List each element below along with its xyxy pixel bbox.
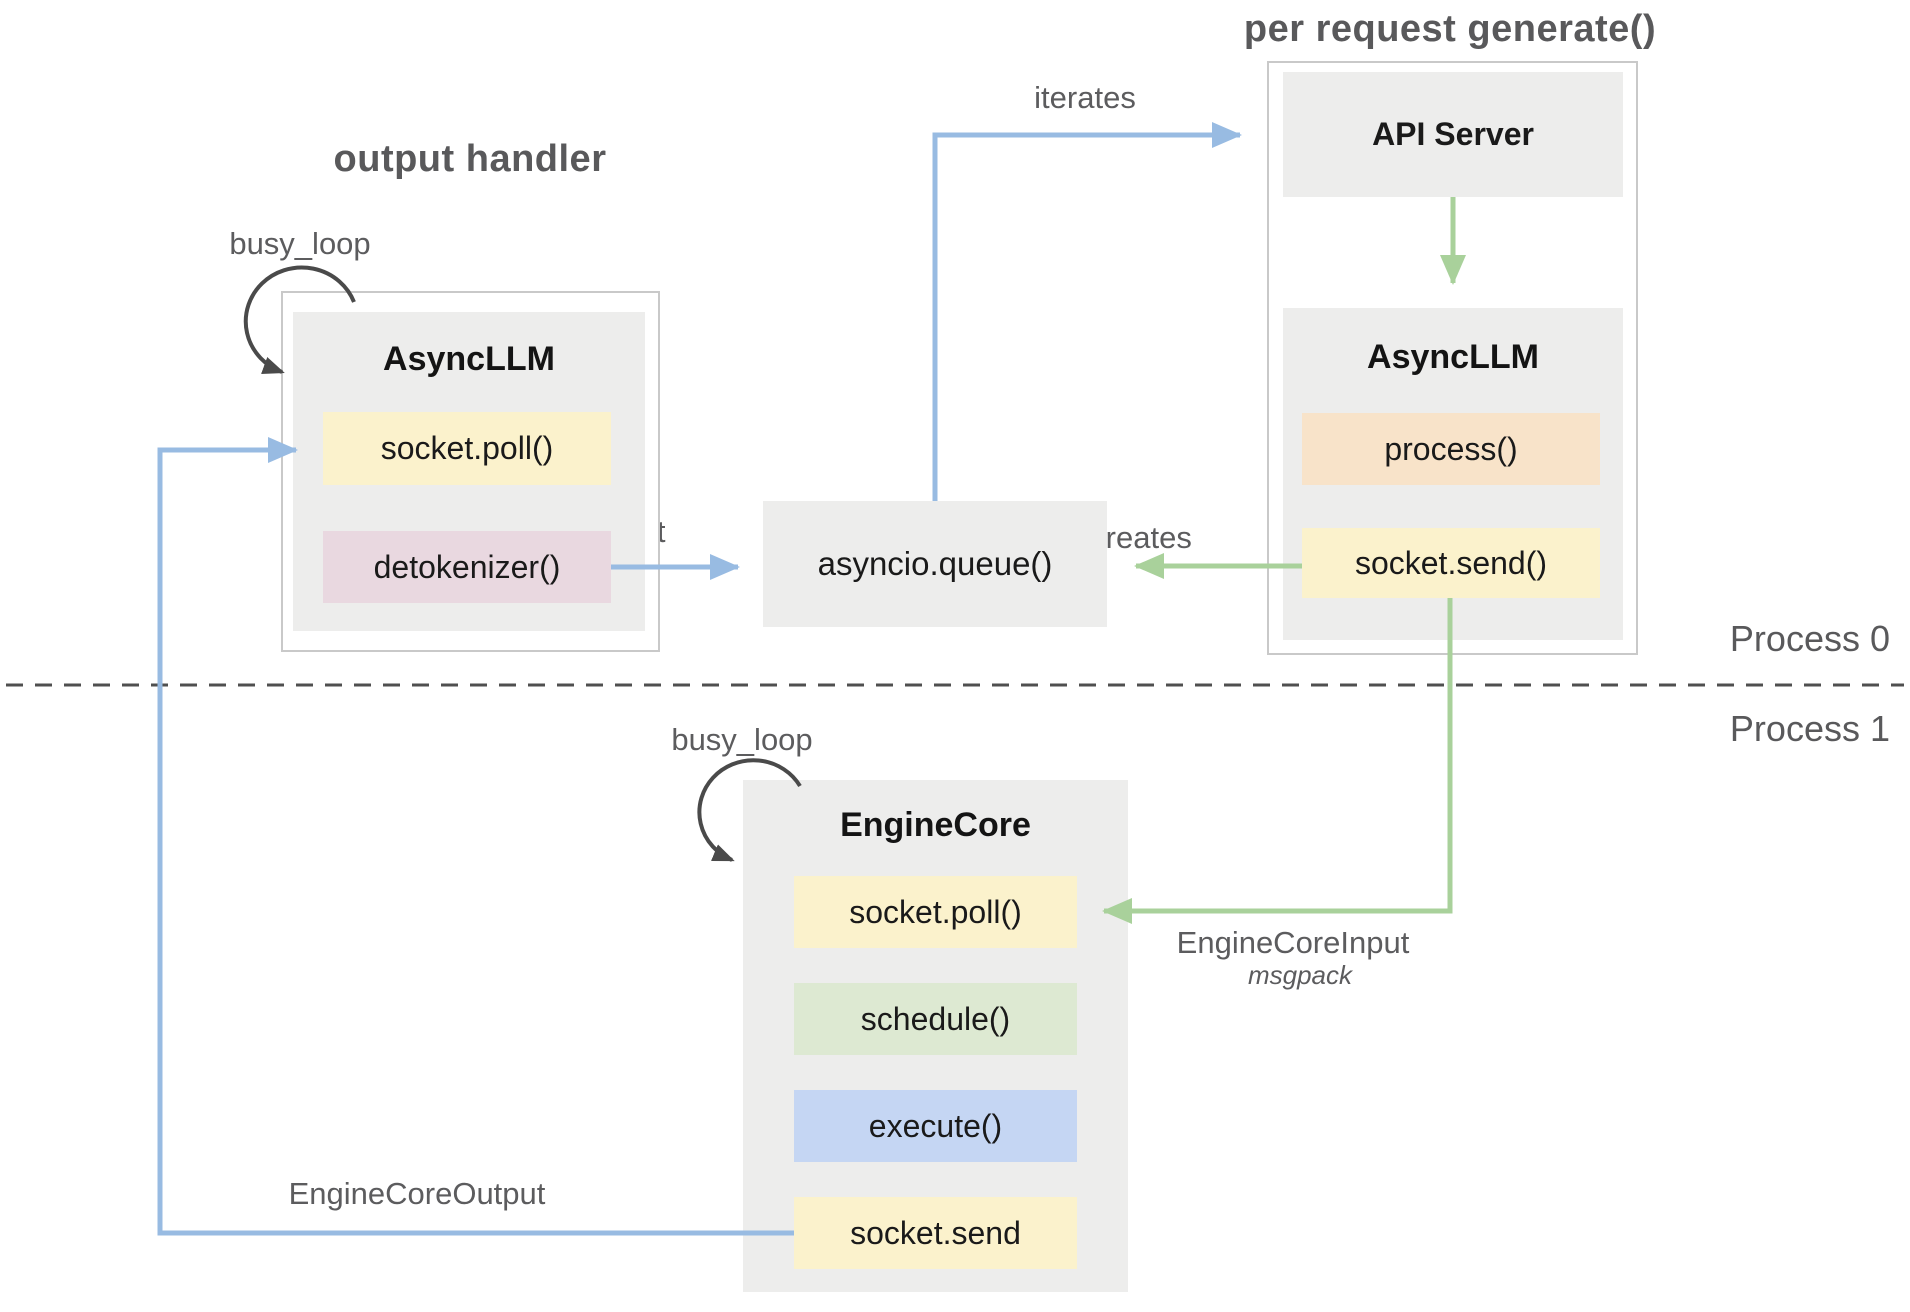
left-asyncllm-title: AsyncLLM [383, 340, 555, 378]
busy-loop-label-engine: busy_loop [671, 722, 813, 757]
iterates-label: iterates [1034, 80, 1136, 115]
engine-socket-send-box: socket.send [794, 1197, 1077, 1269]
right-asyncllm-title: AsyncLLM [1367, 338, 1539, 376]
asyncio-queue-box: asyncio.queue() [763, 501, 1107, 627]
process-box: process() [1302, 413, 1600, 485]
left-socket-poll-box: socket.poll() [323, 412, 611, 485]
busy-loop-label-left: busy_loop [229, 226, 371, 261]
engine-core-output-label: EngineCoreOutput [288, 1176, 546, 1211]
process-1-label: Process 1 [1729, 708, 1890, 749]
right-socket-send-box: socket.send() [1302, 528, 1600, 598]
detokenizer-box: detokenizer() [323, 531, 611, 603]
output-handler-title: output handler [333, 138, 607, 180]
iterates-arrow [932, 122, 1242, 501]
execute-box: execute() [794, 1090, 1077, 1162]
creates-label: creates [1090, 520, 1192, 555]
msgpack-label: msgpack [1247, 960, 1353, 990]
engine-core-input-label: EngineCoreInput [1176, 925, 1410, 960]
api-server-box: API Server [1283, 72, 1623, 197]
per-request-generate-title: per request generate() [1243, 8, 1657, 50]
engine-socket-poll-box: socket.poll() [794, 876, 1077, 948]
process-0-label: Process 0 [1729, 618, 1890, 659]
schedule-box: schedule() [794, 983, 1077, 1055]
engine-core-title: EngineCore [840, 806, 1031, 844]
